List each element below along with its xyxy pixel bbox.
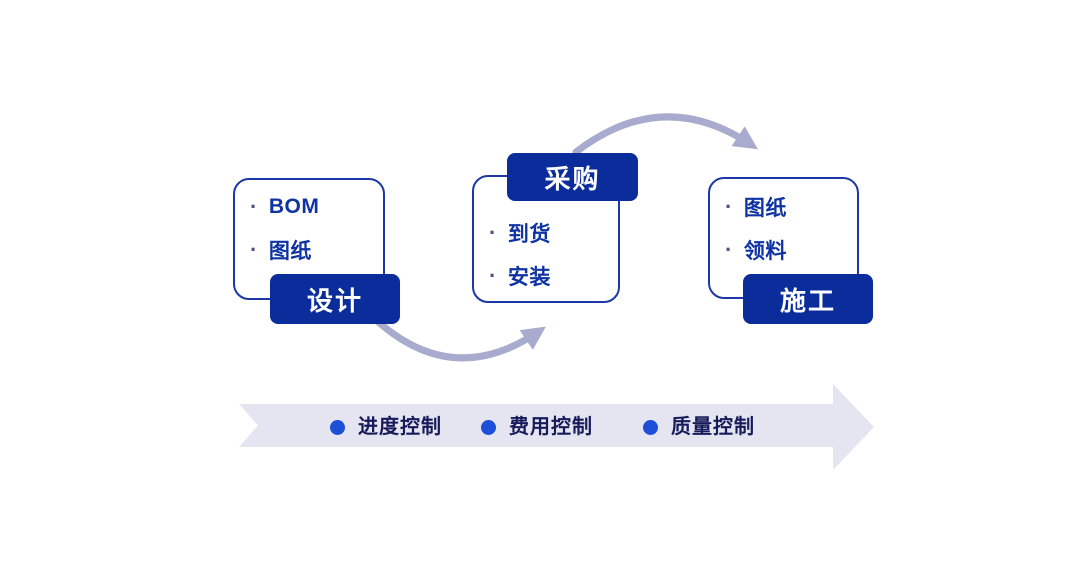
stage-label-design: 设计 — [270, 274, 400, 324]
stage-label-construction: 施工 — [743, 274, 873, 324]
stage-item: · BOM — [250, 185, 383, 228]
bullet-icon: · — [250, 236, 258, 262]
control-item-schedule: 进度控制 — [330, 414, 442, 440]
stage-label-procurement: 采购 — [507, 153, 638, 201]
control-dot-icon — [481, 419, 496, 435]
control-label: 费用控制 — [509, 416, 593, 438]
stage-item-label: 安装 — [507, 265, 551, 289]
stage-item-label: 图纸 — [268, 239, 312, 263]
control-dot-icon — [643, 419, 658, 435]
stage-item: · 到货 — [489, 211, 618, 254]
bullet-icon: · — [725, 236, 733, 262]
control-item-cost: 费用控制 — [481, 414, 593, 440]
stage-item-label: 图纸 — [743, 196, 787, 220]
stage-item: · 领料 — [725, 228, 857, 271]
control-label: 质量控制 — [671, 416, 755, 438]
bullet-icon: · — [725, 193, 733, 219]
process-arrow-band — [239, 384, 874, 470]
curved-arrow-procurement-to-construction-icon — [572, 113, 758, 156]
control-item-quality: 质量控制 — [643, 414, 755, 440]
bullet-icon: · — [489, 219, 497, 245]
bullet-icon: · — [489, 262, 497, 288]
stage-item: · 安装 — [489, 254, 618, 297]
curved-arrow-design-to-procurement-icon — [370, 314, 546, 362]
stage-item-label: BOM — [268, 194, 320, 218]
control-label: 进度控制 — [358, 416, 442, 438]
bullet-icon: · — [250, 193, 258, 219]
stage-item-label: 到货 — [507, 222, 551, 246]
stage-item: · 图纸 — [725, 185, 857, 228]
control-dot-icon — [330, 419, 345, 435]
stage-item-label: 领料 — [743, 239, 787, 263]
stage-item: · 图纸 — [250, 228, 383, 271]
